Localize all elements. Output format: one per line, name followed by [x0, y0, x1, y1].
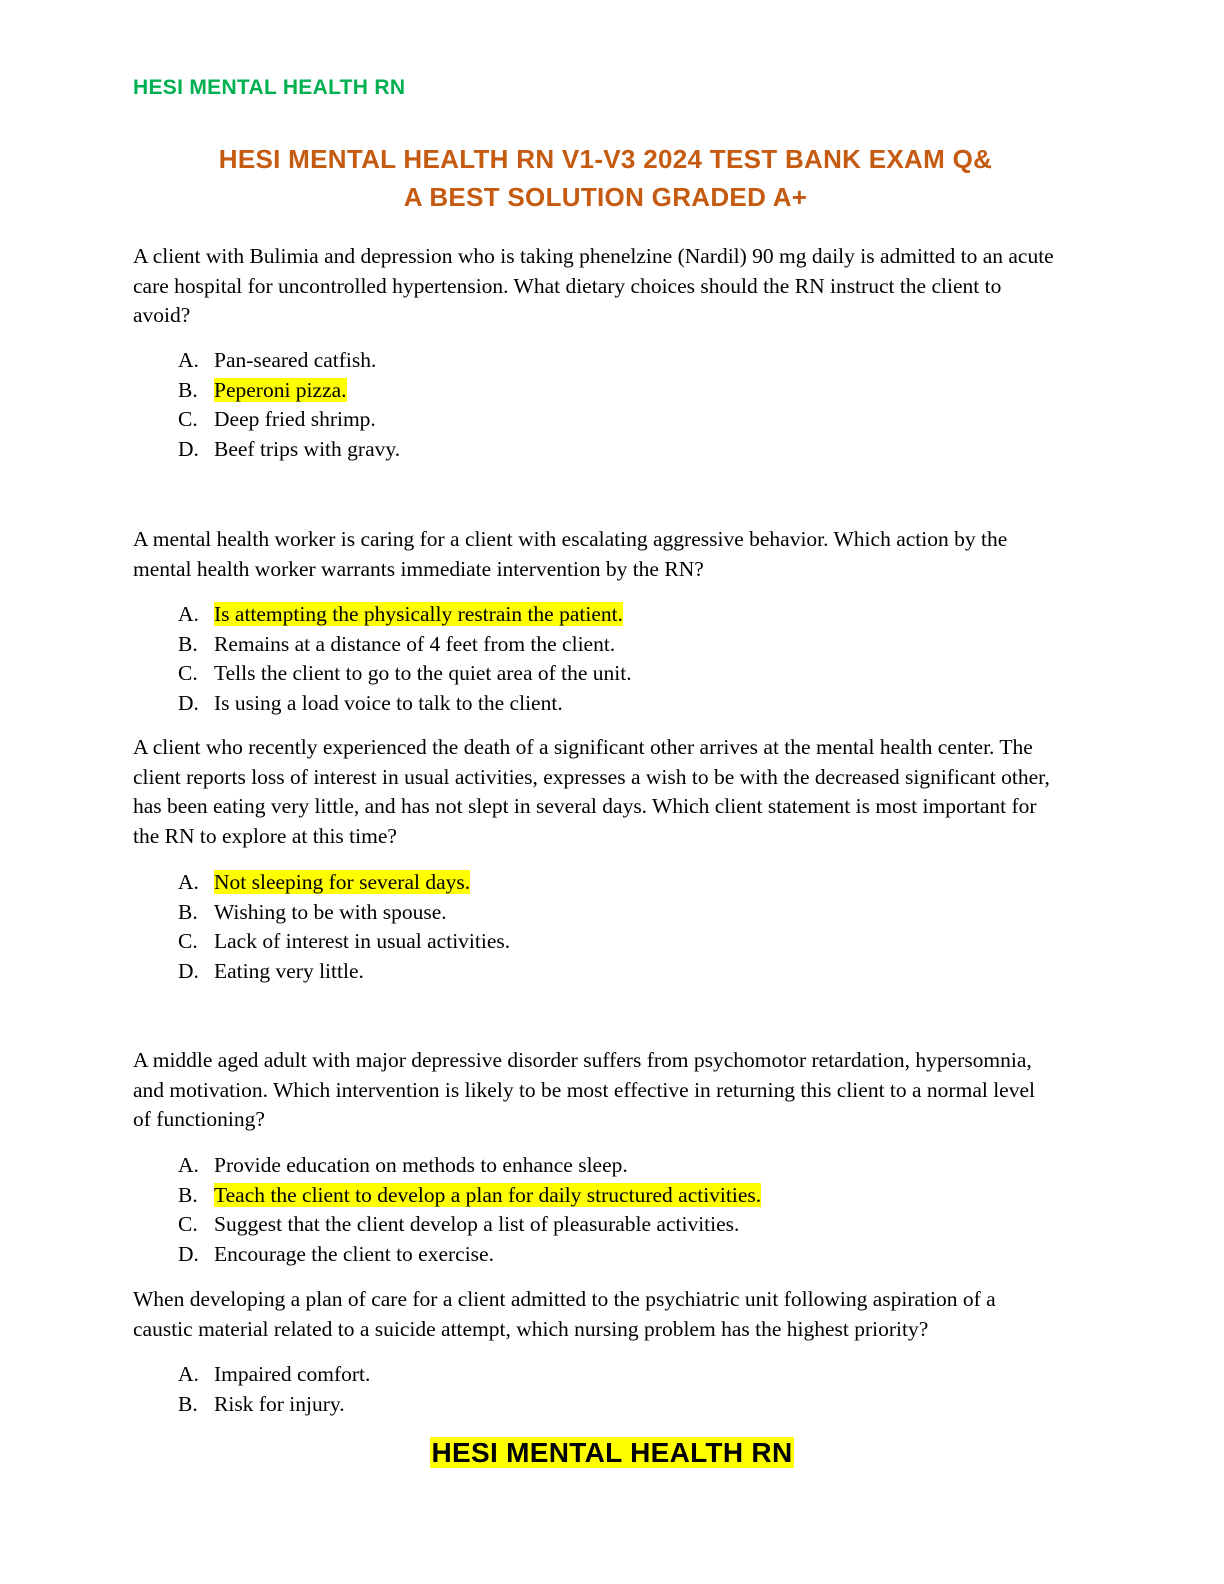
title-line-1: HESI MENTAL HEALTH RN V1-V3 2024 TEST BA…	[218, 144, 993, 174]
question-4-options: A. Provide education on methods to enhanc…	[178, 1151, 762, 1270]
answer-option-correct: B. Peperoni pizza.	[178, 376, 400, 406]
page-header: HESI MENTAL HEALTH RN	[133, 76, 406, 99]
option-text: Provide education on methods to enhance …	[214, 1153, 628, 1177]
answer-option-correct: B. Teach the client to develop a plan for…	[178, 1181, 762, 1211]
question-1-text: A client with Bulimia and depression who…	[133, 244, 1054, 328]
question-2-text: A mental health worker is caring for a c…	[133, 527, 1008, 581]
option-letter: D.	[178, 436, 199, 461]
highlighted-option-text: Is attempting the physically restrain th…	[214, 602, 623, 626]
answer-option: D. Encourage the client to exercise.	[178, 1240, 761, 1270]
document-title: HESI MENTAL HEALTH RN V1-V3 2024 TEST BA…	[133, 140, 1078, 216]
footer-highlight: HESI MENTAL HEALTH RN	[429, 1437, 795, 1468]
option-text: Lack of interest in usual activities.	[214, 929, 511, 954]
highlighted-option-text: Not sleeping for several days.	[214, 870, 471, 894]
option-letter: A.	[178, 870, 199, 894]
answer-option: A. Pan-seared catfish.	[178, 346, 400, 376]
question-4-text: A middle aged adult with major depressiv…	[133, 1048, 1035, 1132]
title-line-2: A BEST SOLUTION GRADED A+	[403, 182, 808, 212]
option-text: Is using a load voice to talk to the cli…	[214, 690, 563, 715]
question-3-options: A. Not sleeping for several days. B. Wishi…	[178, 868, 510, 986]
answer-option: C. Suggest that the client develop a list…	[178, 1210, 761, 1240]
question-5-text: When developing a plan of care for a cli…	[133, 1287, 996, 1341]
option-letter: D.	[178, 1241, 199, 1266]
option-text: Impaired comfort.	[214, 1362, 371, 1386]
page-footer: HESI MENTAL HEALTH RN	[0, 1434, 1224, 1472]
option-text: Suggest that the client develop a list o…	[214, 1212, 740, 1237]
option-letter: B.	[178, 377, 198, 402]
question-2-options: A. Is attempting the physically restrain …	[178, 600, 632, 718]
highlighted-option-text: Teach the client to develop a plan for d…	[214, 1182, 762, 1207]
option-letter: C.	[178, 1212, 198, 1237]
answer-option: C. Lack of interest in usual activities.	[178, 927, 510, 957]
option-text: Deep fried shrimp.	[214, 407, 376, 432]
answer-option: C. Deep fried shrimp.	[178, 405, 400, 435]
option-letter: C.	[178, 661, 198, 686]
option-text: Risk for injury.	[214, 1391, 345, 1416]
option-letter: C.	[178, 407, 198, 432]
answer-option: C. Tells the client to go to the quiet ar…	[178, 659, 632, 689]
option-text: Tells the client to go to the quiet area…	[214, 661, 632, 686]
option-text: Beef trips with gravy.	[214, 436, 401, 461]
answer-option-correct: A. Not sleeping for several days.	[178, 868, 510, 898]
option-letter: B.	[178, 631, 198, 656]
highlighted-option-text: Peperoni pizza.	[214, 377, 347, 402]
option-text: Pan-seared catfish.	[214, 348, 377, 372]
option-letter: A.	[178, 348, 199, 372]
option-letter: B.	[178, 1182, 198, 1207]
option-letter: B.	[178, 1391, 198, 1416]
answer-option: B. Remains at a distance of 4 feet from t…	[178, 630, 632, 660]
answer-option: A. Provide education on methods to enhanc…	[178, 1151, 761, 1181]
question-3-text: A client who recently experienced the de…	[133, 735, 1050, 848]
option-text: Encourage the client to exercise.	[214, 1241, 494, 1266]
option-letter: D.	[178, 690, 199, 715]
answer-option: B. Wishing to be with spouse.	[178, 898, 510, 928]
option-letter: B.	[178, 899, 198, 924]
option-letter: A.	[178, 1153, 199, 1177]
question-5-options: A. Impaired comfort. B. Risk for injury.	[178, 1360, 370, 1419]
option-text: Eating very little.	[214, 958, 364, 983]
option-text: Remains at a distance of 4 feet from the…	[214, 631, 616, 656]
option-letter: D.	[178, 958, 199, 983]
answer-option: D. Eating very little.	[178, 957, 510, 987]
option-letter: C.	[178, 929, 198, 954]
answer-option-correct: A. Is attempting the physically restrain …	[178, 600, 632, 630]
answer-option: D. Is using a load voice to talk to the c…	[178, 689, 632, 719]
answer-option: A. Impaired comfort.	[178, 1360, 370, 1390]
option-text: Wishing to be with spouse.	[214, 899, 447, 924]
option-letter: A.	[178, 602, 199, 626]
answer-option: D. Beef trips with gravy.	[178, 435, 400, 465]
answer-option: B. Risk for injury.	[178, 1390, 370, 1420]
option-letter: A.	[178, 1362, 199, 1386]
question-1-options: A.Pan-seared catfish. B.Peperoni pizza. …	[178, 346, 400, 464]
